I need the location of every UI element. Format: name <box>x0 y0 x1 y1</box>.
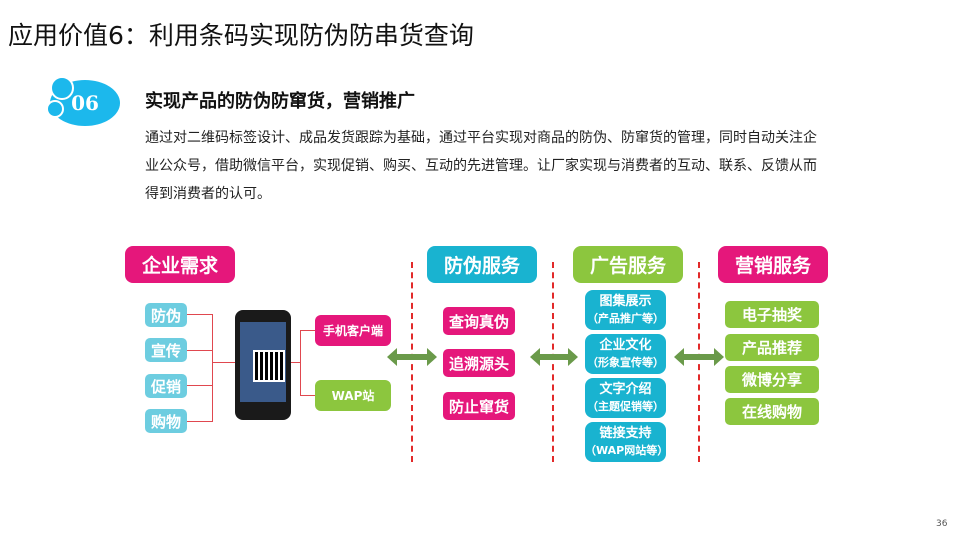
need-item: 促销 <box>145 374 187 398</box>
ad-item-main: 链接支持 <box>599 426 652 441</box>
description-paragraph: 通过对二维码标签设计、成品发货跟踪为基础，通过平台实现对商品的防伪、防窜货的管理… <box>145 130 817 202</box>
ad-item-main: 企业文化 <box>599 338 652 353</box>
divider-dashed <box>698 262 700 462</box>
need-item: 购物 <box>145 409 187 433</box>
double-arrow-icon <box>674 348 724 366</box>
ad-item-sub: （主题促销等） <box>587 400 664 413</box>
marketing-item: 在线购物 <box>725 398 819 425</box>
connector-line <box>212 314 213 422</box>
marketing-item: 电子抽奖 <box>725 301 819 328</box>
marketing-header: 营销服务 <box>718 246 828 283</box>
phone-image <box>235 310 291 420</box>
ad-item-main: 文字介绍 <box>599 382 652 397</box>
double-arrow-icon <box>530 348 578 366</box>
connector-line <box>212 362 235 363</box>
divider-dashed <box>552 262 554 462</box>
ad-item-sub: （WAP网站等） <box>585 444 669 457</box>
ad-item: 企业文化 （形象宣传等） <box>585 334 666 374</box>
ad-item: 链接支持 （WAP网站等） <box>585 422 669 462</box>
anti-fake-item: 查询真伪 <box>443 307 515 335</box>
double-arrow-icon <box>387 348 437 366</box>
qr-code-icon <box>253 350 285 382</box>
connector-line <box>187 314 212 315</box>
ad-item-sub: （产品推广等） <box>587 312 664 325</box>
ad-item-sub: （形象宣传等） <box>587 356 664 369</box>
ad-item: 文字介绍 （主题促销等） <box>585 378 666 418</box>
connector-line <box>187 385 212 386</box>
slide-title: 应用价值6：利用条码实现防伪防串货查询 <box>8 21 474 50</box>
ad-item-main: 图集展示 <box>599 294 652 309</box>
connector-line <box>187 421 212 422</box>
ad-item: 图集展示 （产品推广等） <box>585 290 666 330</box>
page-number: 36 <box>936 519 948 529</box>
phone-screen <box>240 322 286 402</box>
badge-bubble-icon <box>46 100 64 118</box>
divider-dashed <box>411 262 413 462</box>
need-item: 宣传 <box>145 338 187 362</box>
ads-header: 广告服务 <box>573 246 683 283</box>
connector-line <box>300 330 301 396</box>
anti-fake-item: 防止窜货 <box>443 392 515 420</box>
channel-wap: WAP站 <box>315 380 391 411</box>
connector-line <box>300 395 315 396</box>
badge-bubble-icon <box>50 76 74 100</box>
marketing-item: 产品推荐 <box>725 334 819 361</box>
connector-line <box>187 350 212 351</box>
anti-fake-header: 防伪服务 <box>427 246 537 283</box>
anti-fake-item: 追溯源头 <box>443 349 515 377</box>
connector-line <box>291 362 300 363</box>
section-heading: 实现产品的防伪防窜货，营销推广 <box>145 91 415 112</box>
connector-line <box>300 330 315 331</box>
marketing-item: 微博分享 <box>725 366 819 393</box>
enterprise-needs-header: 企业需求 <box>125 246 235 283</box>
need-item: 防伪 <box>145 303 187 327</box>
channel-mobile-client: 手机客户端 <box>315 315 391 346</box>
